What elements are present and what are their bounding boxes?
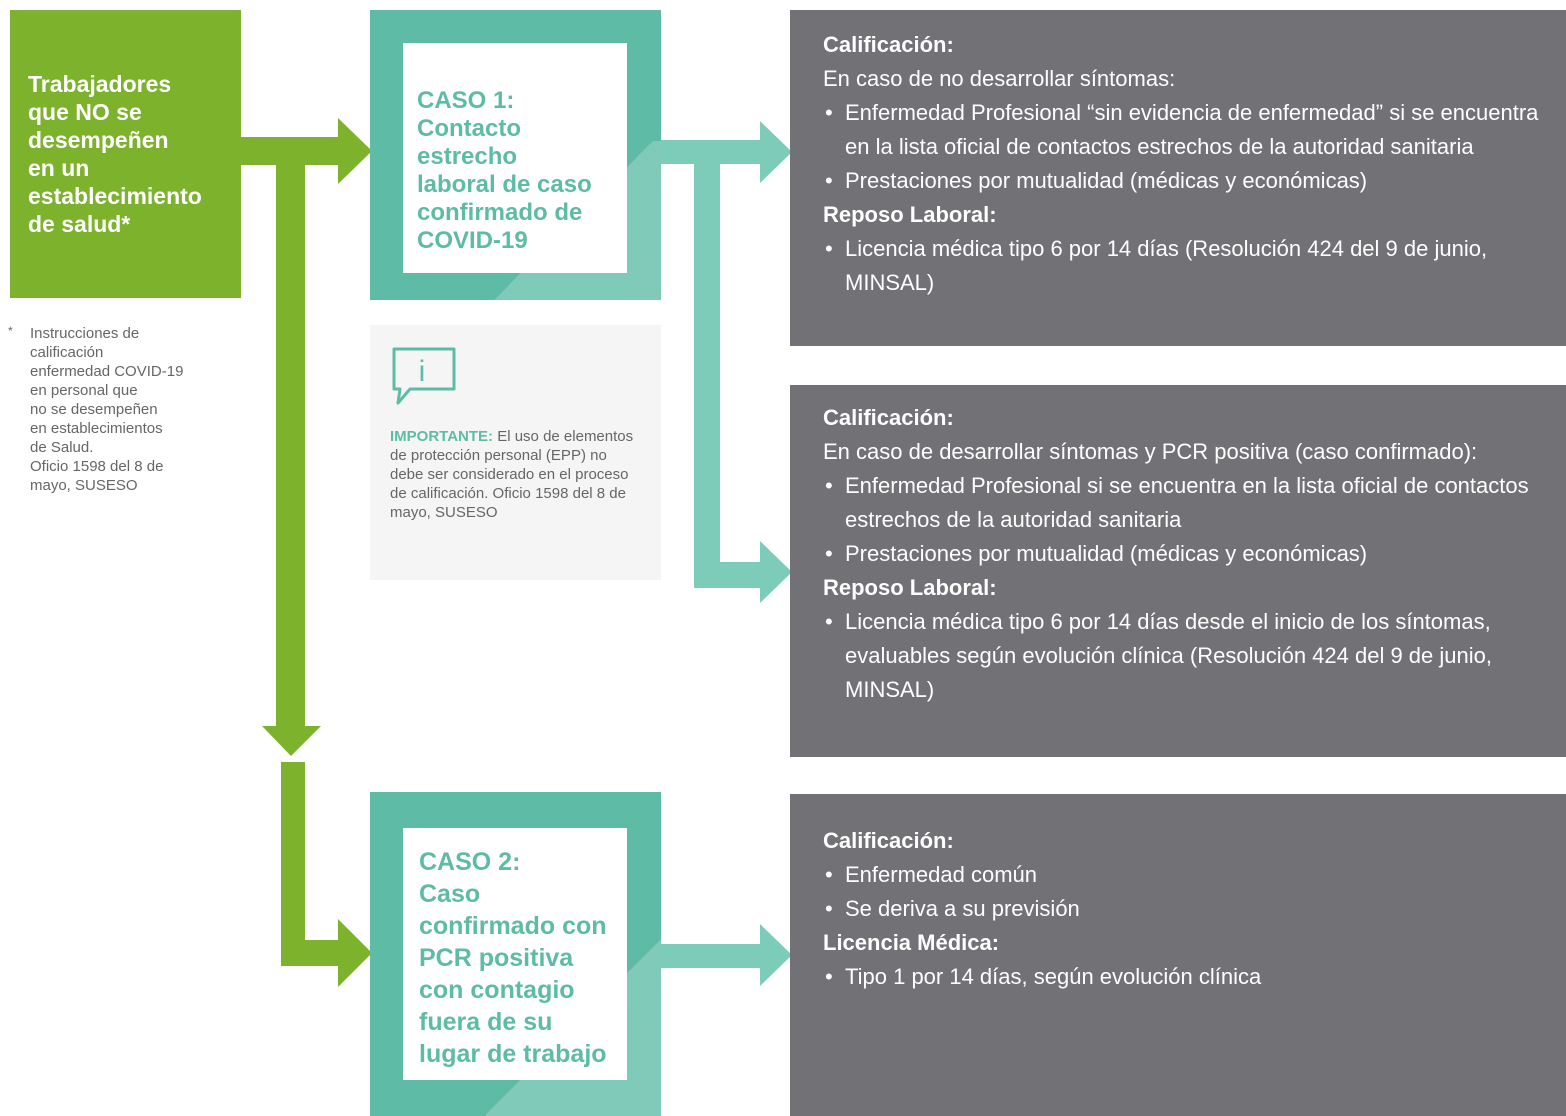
start-title: Trabajadores que NO se desempeñen en un … (28, 71, 202, 237)
case2-inner: CASO 2: Caso confirmado con PCR positiva… (403, 828, 627, 1080)
arrow-head-case2 (338, 919, 372, 987)
result1-heading-reposo: Reposo Laboral: (823, 202, 997, 227)
arrow-case2-to-result3 (661, 944, 763, 968)
result1-list2: Licencia médica tipo 6 por 14 días (Reso… (823, 232, 1542, 300)
result2-condition: En caso de desarrollar síntomas y PCR po… (823, 439, 1478, 464)
info-text: IMPORTANTE: El uso de elementos de prote… (390, 427, 638, 522)
arrow-trunk-lower (281, 762, 305, 952)
info-important-label: IMPORTANTE: (390, 428, 494, 445)
footnote: * Instrucciones de calificación enfermed… (8, 324, 238, 495)
result3-heading-calificacion: Calificación: (823, 828, 954, 853)
result1-bullet: Prestaciones por mutualidad (médicas y e… (823, 164, 1542, 198)
result3-heading-licencia: Licencia Médica: (823, 930, 1000, 955)
result2-list2: Licencia médica tipo 6 por 14 días desde… (823, 605, 1542, 707)
arrow-head-down (262, 726, 321, 756)
result2-heading-calificacion: Calificación: (823, 405, 954, 430)
info-body: El uso de elementos de protección person… (390, 428, 634, 521)
result1-condition: En caso de no desarrollar síntomas: (823, 66, 1176, 91)
arrow-to-case2 (281, 940, 343, 966)
result1-bullet: Licencia médica tipo 6 por 14 días (Reso… (823, 232, 1542, 300)
result2-bullet: Enfermedad Profesional si se encuentra e… (823, 469, 1542, 537)
arrow-head-result1 (760, 121, 792, 183)
result1-bullet: Enfermedad Profesional “sin evidencia de… (823, 96, 1542, 164)
result3-bullet: Enfermedad común (823, 858, 1542, 892)
result2-bullet: Prestaciones por mutualidad (médicas y e… (823, 537, 1542, 571)
case2-title: CASO 2: Caso confirmado con PCR positiva… (419, 848, 607, 1068)
arrow-head-case1 (338, 118, 372, 184)
result2-bullet: Licencia médica tipo 6 por 14 días desde… (823, 605, 1542, 707)
footnote-marker: * (8, 324, 13, 338)
result2-box: Calificación: En caso de desarrollar sín… (790, 385, 1566, 757)
info-box: i IMPORTANTE: El uso de elementos de pro… (370, 325, 661, 580)
arrow-trunk-upper (276, 150, 305, 730)
result3-list1: Enfermedad común Se deriva a su previsió… (823, 858, 1542, 926)
arrow-head-result2 (760, 541, 792, 603)
result3-bullet: Se deriva a su previsión (823, 892, 1542, 926)
case2-box: CASO 2: Caso confirmado con PCR positiva… (370, 792, 661, 1116)
footnote-text: Instrucciones de calificación enfermedad… (30, 325, 184, 494)
arrow-case1-branch (694, 152, 720, 576)
result3-box: Calificación: Enfermedad común Se deriva… (790, 794, 1566, 1116)
case1-inner: CASO 1: Contacto estrecho laboral de cas… (403, 43, 627, 273)
result2-heading-reposo: Reposo Laboral: (823, 575, 997, 600)
info-glyph: i (419, 355, 426, 388)
case1-box: CASO 1: Contacto estrecho laboral de cas… (370, 10, 661, 300)
info-speech-bubble-icon: i (390, 345, 460, 407)
result2-list1: Enfermedad Profesional si se encuentra e… (823, 469, 1542, 571)
arrow-head-result3 (760, 924, 792, 986)
result1-box: Calificación: En caso de no desarrollar … (790, 10, 1566, 346)
start-box: Trabajadores que NO se desempeñen en un … (10, 10, 241, 298)
result1-heading-calificacion: Calificación: (823, 32, 954, 57)
result1-list1: Enfermedad Profesional “sin evidencia de… (823, 96, 1542, 198)
result3-bullet: Tipo 1 por 14 días, según evolución clín… (823, 960, 1542, 994)
case1-title: CASO 1: Contacto estrecho laboral de cas… (417, 87, 592, 254)
arrow-case1-to-result2 (694, 562, 764, 588)
result3-list2: Tipo 1 por 14 días, según evolución clín… (823, 960, 1542, 994)
